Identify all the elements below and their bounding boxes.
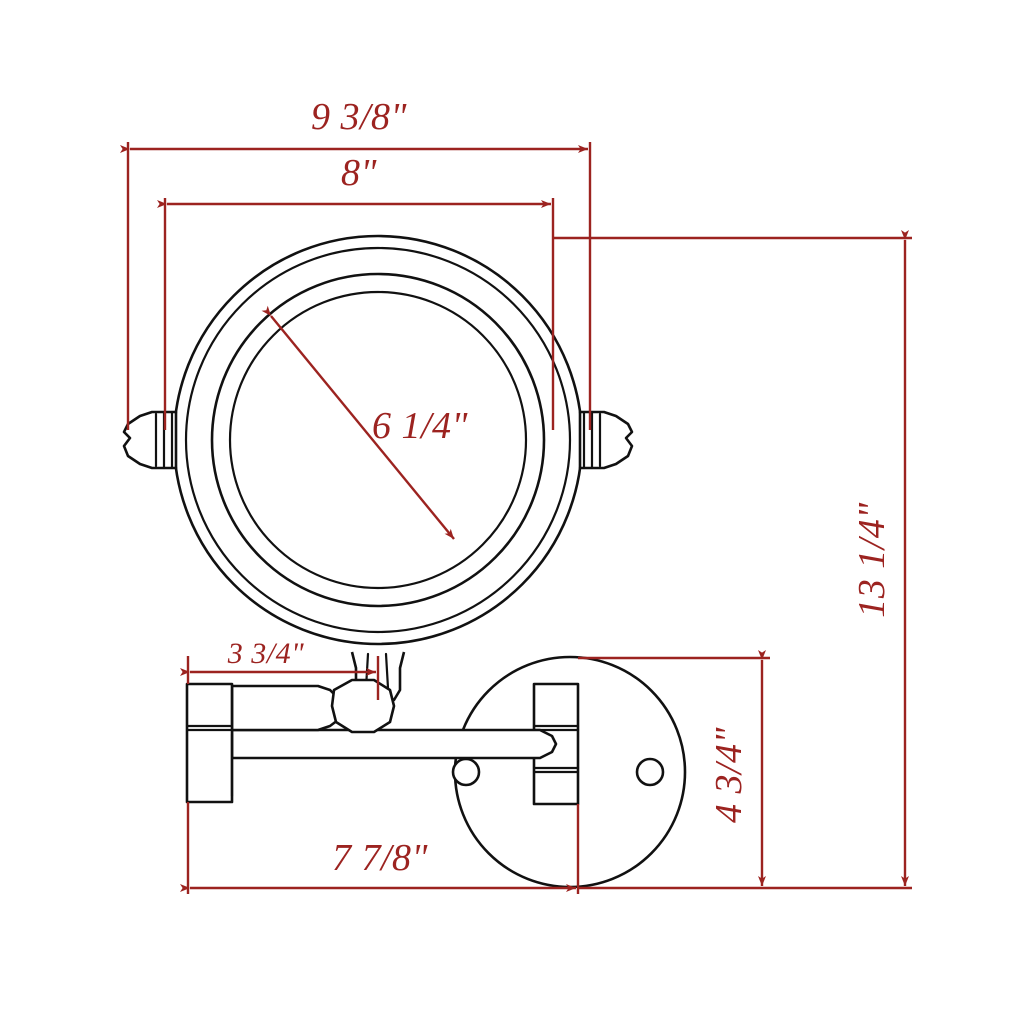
hinge-block-seams [532,724,580,774]
arm-end-block [185,682,234,804]
dimension-overall-width: 9 3/8" [120,96,592,430]
dim-label-overall-height: 13 1/4" [851,502,893,618]
mirror-glass-circle [228,290,528,590]
arm-end-block-body [185,682,234,804]
elbow-joint [330,678,396,734]
pivot-knob-right-body [578,410,634,470]
dimension-overall-extension: 7 7/8" [180,802,580,894]
dimension-overall-height: 13 1/4" [553,230,912,890]
arm-lower [230,728,558,760]
dimension-wall-plate-diameter: 4 3/4" [578,650,770,886]
dim-label-overall-width: 9 3/8" [311,96,408,138]
pivot-knob-right [578,410,634,470]
dim-line-6-1-4 [261,305,455,540]
dim-label-mirror-glass-diameter: 6 1/4" [372,405,469,447]
dim-label-arm-upper-length: 3 3/4" [227,637,304,670]
dim-label-wall-plate-diameter: 4 3/4" [708,726,750,823]
arm-end-block-seam [185,724,234,732]
arm-lower-body [230,728,558,760]
dimension-mirror-glass: 6 1/4" [261,305,469,540]
arm-upper-body [230,684,344,732]
pivot-knob-right-ribs [582,410,602,470]
mirror-bevel-circle [210,272,546,608]
mounting-hole-left [451,757,481,787]
mirror-frame-second-circle [184,246,572,634]
pivot-knob-left [122,410,178,470]
dim-label-mirror-frame-width: 8" [341,152,378,194]
dimension-mirror-frame-width: 8" [157,152,555,430]
pivot-knob-left-body [122,410,178,470]
mounting-hole-right [635,757,665,787]
dim-label-overall-extension: 7 7/8" [332,837,429,879]
arm-upper [230,678,396,734]
dimension-arm-upper-length: 3 3/4" [180,637,380,700]
